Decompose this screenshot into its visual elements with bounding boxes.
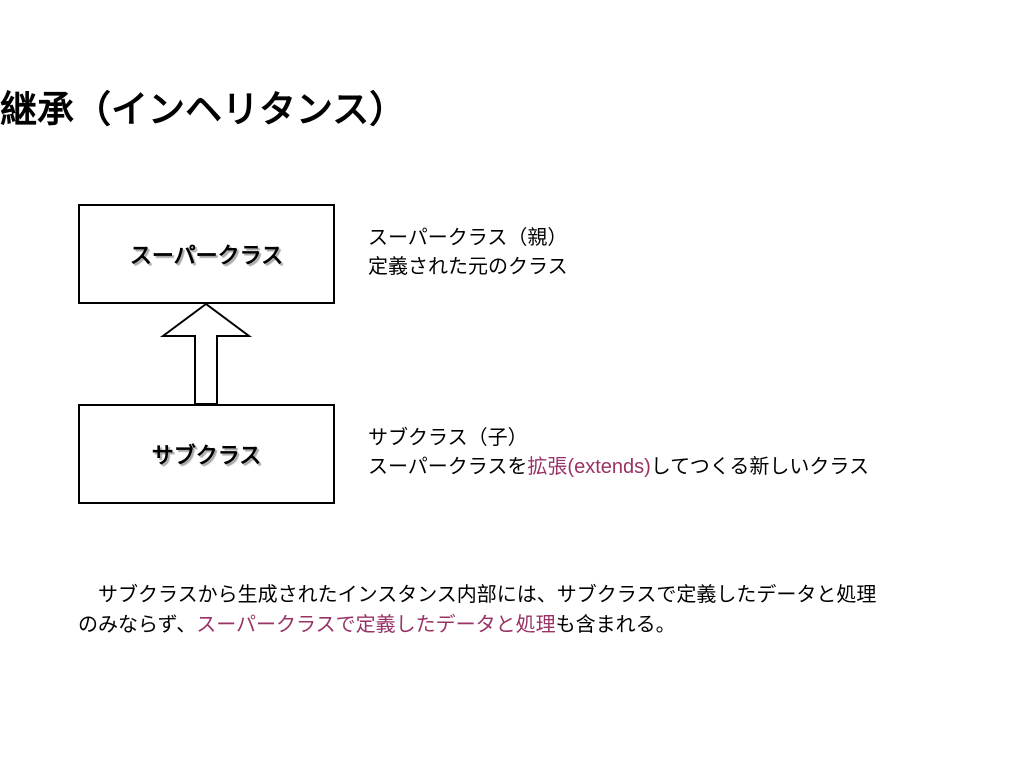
subclass-note-line2-pre: スーパークラスを	[368, 456, 528, 478]
subclass-note: サブクラス（子） スーパークラスを拡張(extends)してつくる新しいクラス	[368, 424, 869, 482]
summary-line1: サブクラスから生成されたインスタンス内部には、サブクラスで定義したデータと処理	[78, 584, 877, 606]
summary-line2-pre: のみならず、	[78, 614, 197, 636]
superclass-box: スーパークラス	[78, 204, 335, 304]
subclass-note-line2-accent: 拡張(extends)	[527, 456, 651, 478]
superclass-note-line1: スーパークラス（親）	[368, 227, 568, 249]
inheritance-up-arrow-icon	[159, 302, 253, 405]
summary-line2-accent: スーパークラスで定義したデータと処理	[196, 614, 556, 636]
subclass-note-line2-post: してつくる新しいクラス	[650, 456, 869, 478]
slide-title: 継承（インヘリタンス）	[0, 89, 407, 130]
superclass-note: スーパークラス（親） 定義された元のクラス	[368, 224, 568, 282]
summary-paragraph: サブクラスから生成されたインスタンス内部には、サブクラスで定義したデータと処理 …	[78, 580, 978, 640]
summary-line2-post: も含まれる。	[555, 614, 676, 636]
superclass-note-line2: 定義された元のクラス	[368, 256, 568, 278]
subclass-box: サブクラス	[78, 404, 335, 504]
subclass-note-line1: サブクラス（子）	[368, 427, 528, 449]
superclass-box-label: スーパークラス	[129, 243, 284, 268]
subclass-note-line2: スーパークラスを拡張(extends)してつくる新しいクラス	[368, 453, 869, 482]
subclass-box-label: サブクラス	[151, 443, 262, 468]
summary-line2: のみならず、スーパークラスで定義したデータと処理も含まれる。	[78, 610, 978, 640]
